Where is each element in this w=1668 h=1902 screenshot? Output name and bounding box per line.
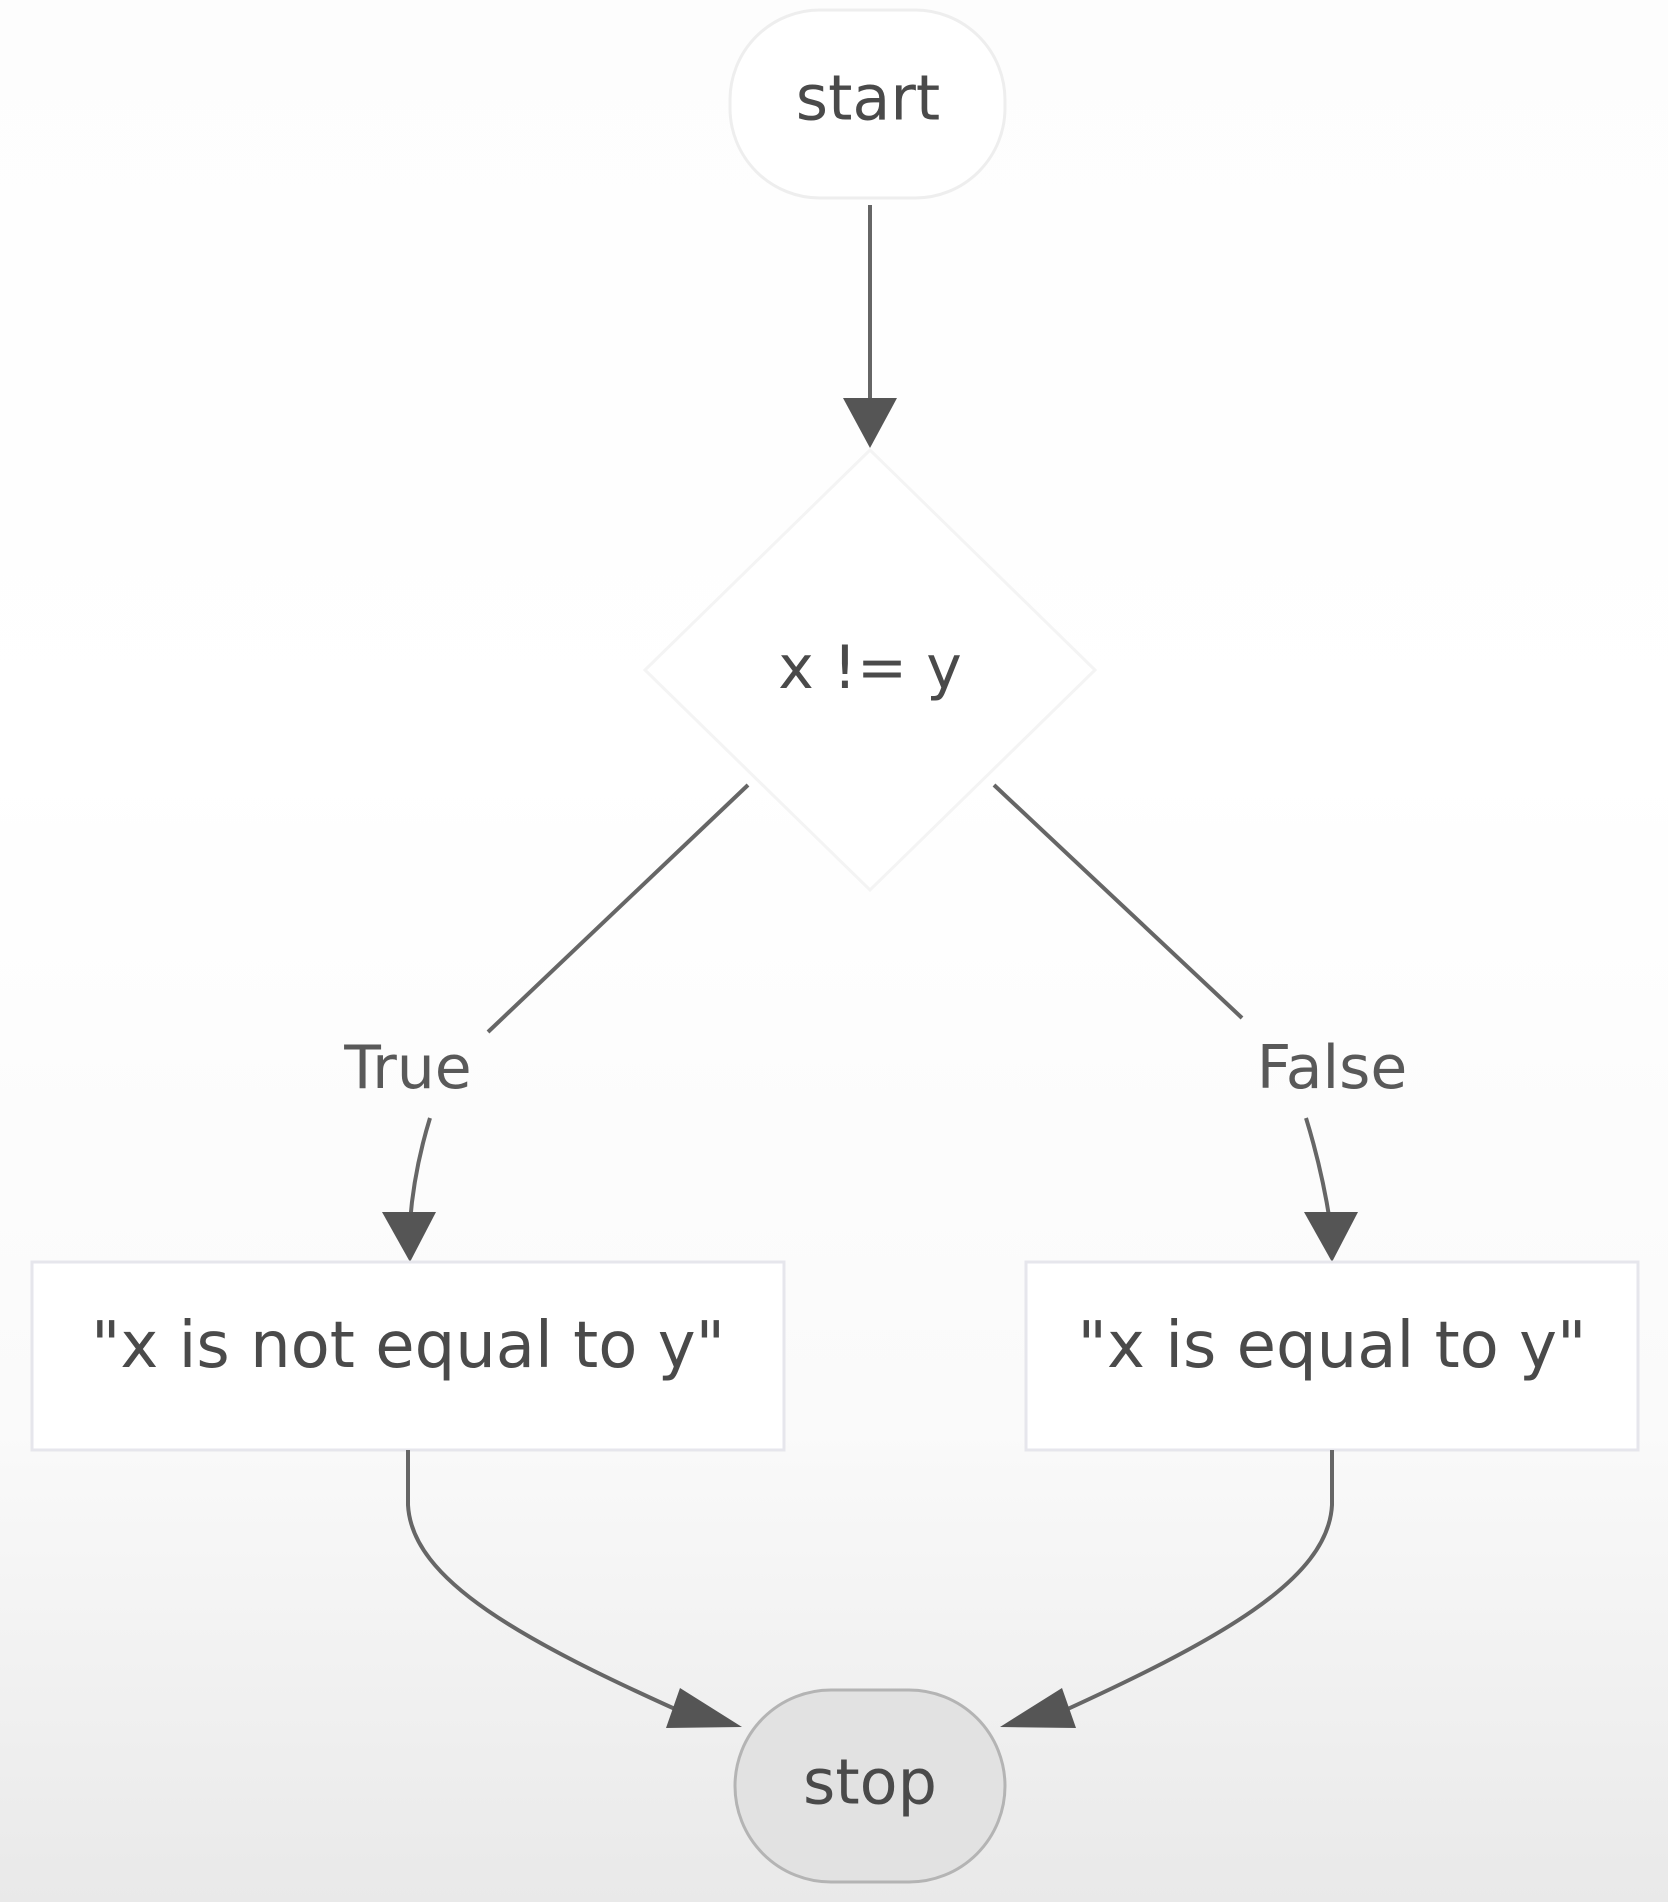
edge-label-false: False: [1257, 1033, 1408, 1103]
edge-label-true: True: [343, 1033, 471, 1103]
edge-true-branch-upper: [486, 783, 750, 1034]
start-node-label: start: [796, 62, 940, 135]
false-action-node: "x is equal to y": [1024, 1260, 1640, 1452]
edge-true-branch-lower: [408, 1117, 432, 1223]
stop-node-shape: [733, 1688, 1007, 1884]
edge-true-to-stop: [406, 1450, 742, 1728]
false-action-node-label: "x is equal to y": [1078, 1309, 1587, 1383]
true-action-node-label: "x is not equal to y": [91, 1309, 725, 1383]
edge-false-to-stop-curve: [1047, 1450, 1334, 1720]
edge-true-to-stop-curve: [406, 1450, 696, 1720]
edge-false-branch-upper: [992, 783, 1244, 1020]
arrowhead-down-icon: [843, 398, 897, 448]
edge-true-branch: True: [343, 783, 750, 1262]
arrowhead-left-icon: [1000, 1688, 1076, 1728]
decision-node: x != y: [642, 447, 1098, 893]
true-action-node-shape: [30, 1260, 786, 1452]
start-node-shape: [728, 8, 1007, 200]
arrowhead-down-icon: [382, 1212, 436, 1262]
false-action-node-shape: [1024, 1260, 1640, 1452]
decision-node-label: x != y: [778, 633, 962, 703]
decision-node-shape: [642, 447, 1098, 893]
stop-node: stop: [733, 1688, 1007, 1884]
edge-start-to-decision: [843, 205, 897, 448]
edge-false-to-stop: [1000, 1450, 1334, 1728]
arrowhead-down-icon: [1304, 1212, 1358, 1262]
edge-false-branch: False: [992, 783, 1408, 1262]
true-action-node: "x is not equal to y": [30, 1260, 786, 1452]
arrowhead-right-icon: [666, 1688, 742, 1728]
edge-false-branch-lower: [1304, 1117, 1332, 1223]
start-node: start: [728, 8, 1007, 200]
stop-node-label: stop: [803, 1746, 937, 1819]
